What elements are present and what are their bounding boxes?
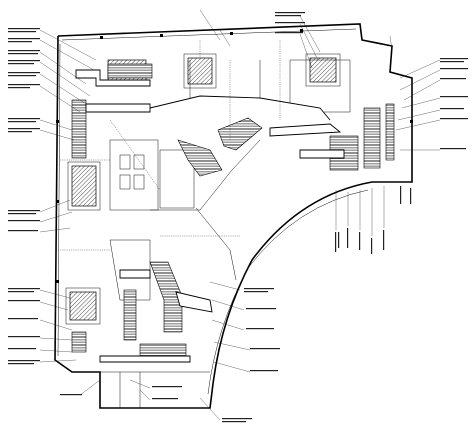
leader-lines: [39, 9, 441, 421]
interior-rooms: [100, 59, 351, 408]
vertical-annotations: [335, 186, 412, 254]
building-outline: [54, 23, 413, 409]
equipment-units: [65, 53, 341, 325]
ductwork: [71, 63, 395, 363]
columns: [56, 29, 413, 283]
annotation-blocks: [8, 12, 468, 423]
dashed-lines: [60, 40, 281, 251]
